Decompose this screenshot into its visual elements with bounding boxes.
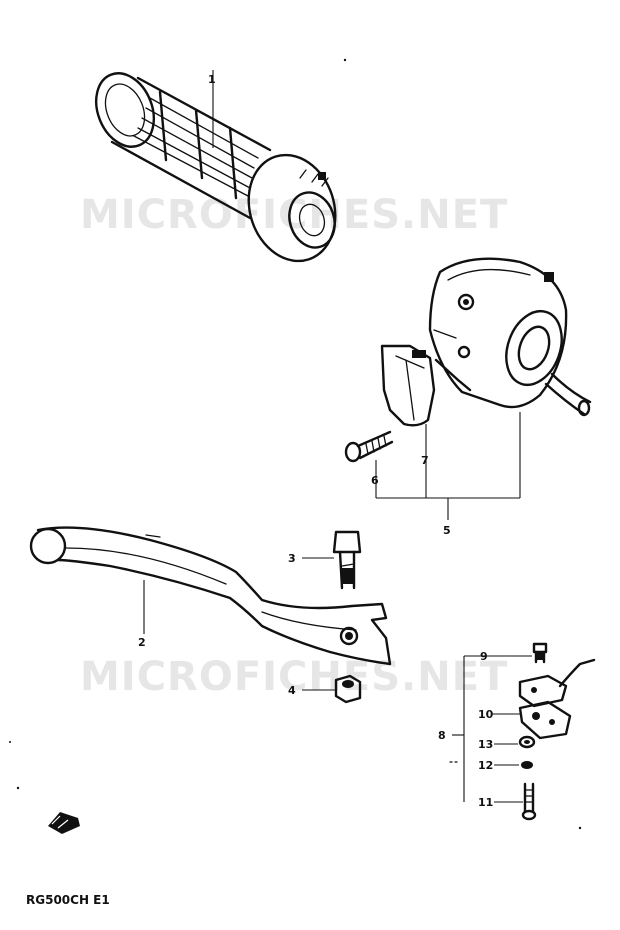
switch-screw-part[interactable] [344,430,394,463]
diagram-code: RG500CH E1 [26,893,110,907]
switch-assembly-part[interactable] [380,257,592,427]
lever-part[interactable] [29,526,392,666]
dot [578,826,582,830]
holder-bolt-part[interactable] [521,782,537,821]
callout-7: 7 [421,454,429,467]
callout-4: 4 [288,684,296,697]
callout-9: 9 [480,650,488,663]
watermark-bottom: MICROFICHES.NET [80,654,508,700]
callout-10: 10 [478,708,494,721]
callout-11: 11 [478,796,493,809]
callout-6: 6 [371,474,379,487]
callout-12: 12 [478,759,493,772]
dot [16,786,20,790]
holder-screw-part[interactable] [532,642,548,664]
washer-part[interactable] [521,761,533,769]
lever-nut-part[interactable] [334,674,362,704]
dot [9,741,11,743]
callout-2: 2 [138,636,146,649]
dot [343,58,347,62]
lever-bolt-part[interactable] [332,530,362,590]
grip-part[interactable] [86,65,349,273]
front-arrow-icon [48,812,80,834]
callout-1: 1 [208,73,216,86]
lever-holder-part[interactable] [518,658,596,740]
callout-8: 8 [438,729,446,742]
holder-nut-part[interactable] [518,735,536,749]
callout-13: 13 [478,738,493,751]
callout-5: 5 [443,524,451,537]
callout-3: 3 [288,552,296,565]
